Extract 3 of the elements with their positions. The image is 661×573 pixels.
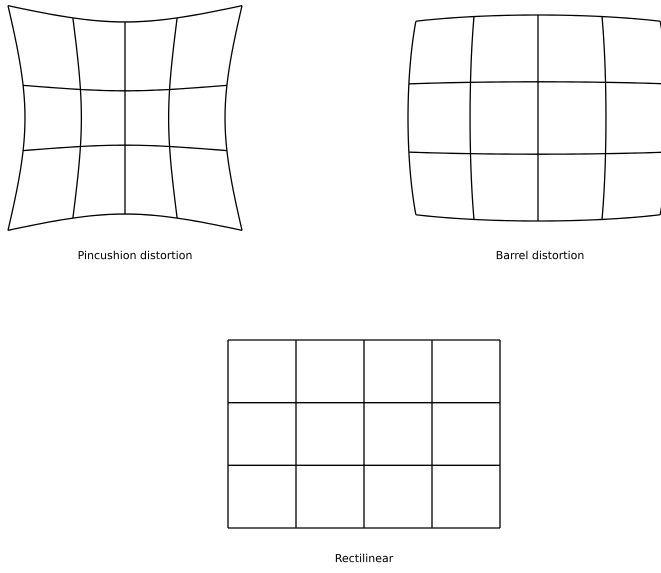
caption: Rectilinear — [336, 554, 394, 562]
caption: Pincushion distortion — [78, 250, 192, 260]
caption: Barrel distortion — [496, 250, 584, 260]
